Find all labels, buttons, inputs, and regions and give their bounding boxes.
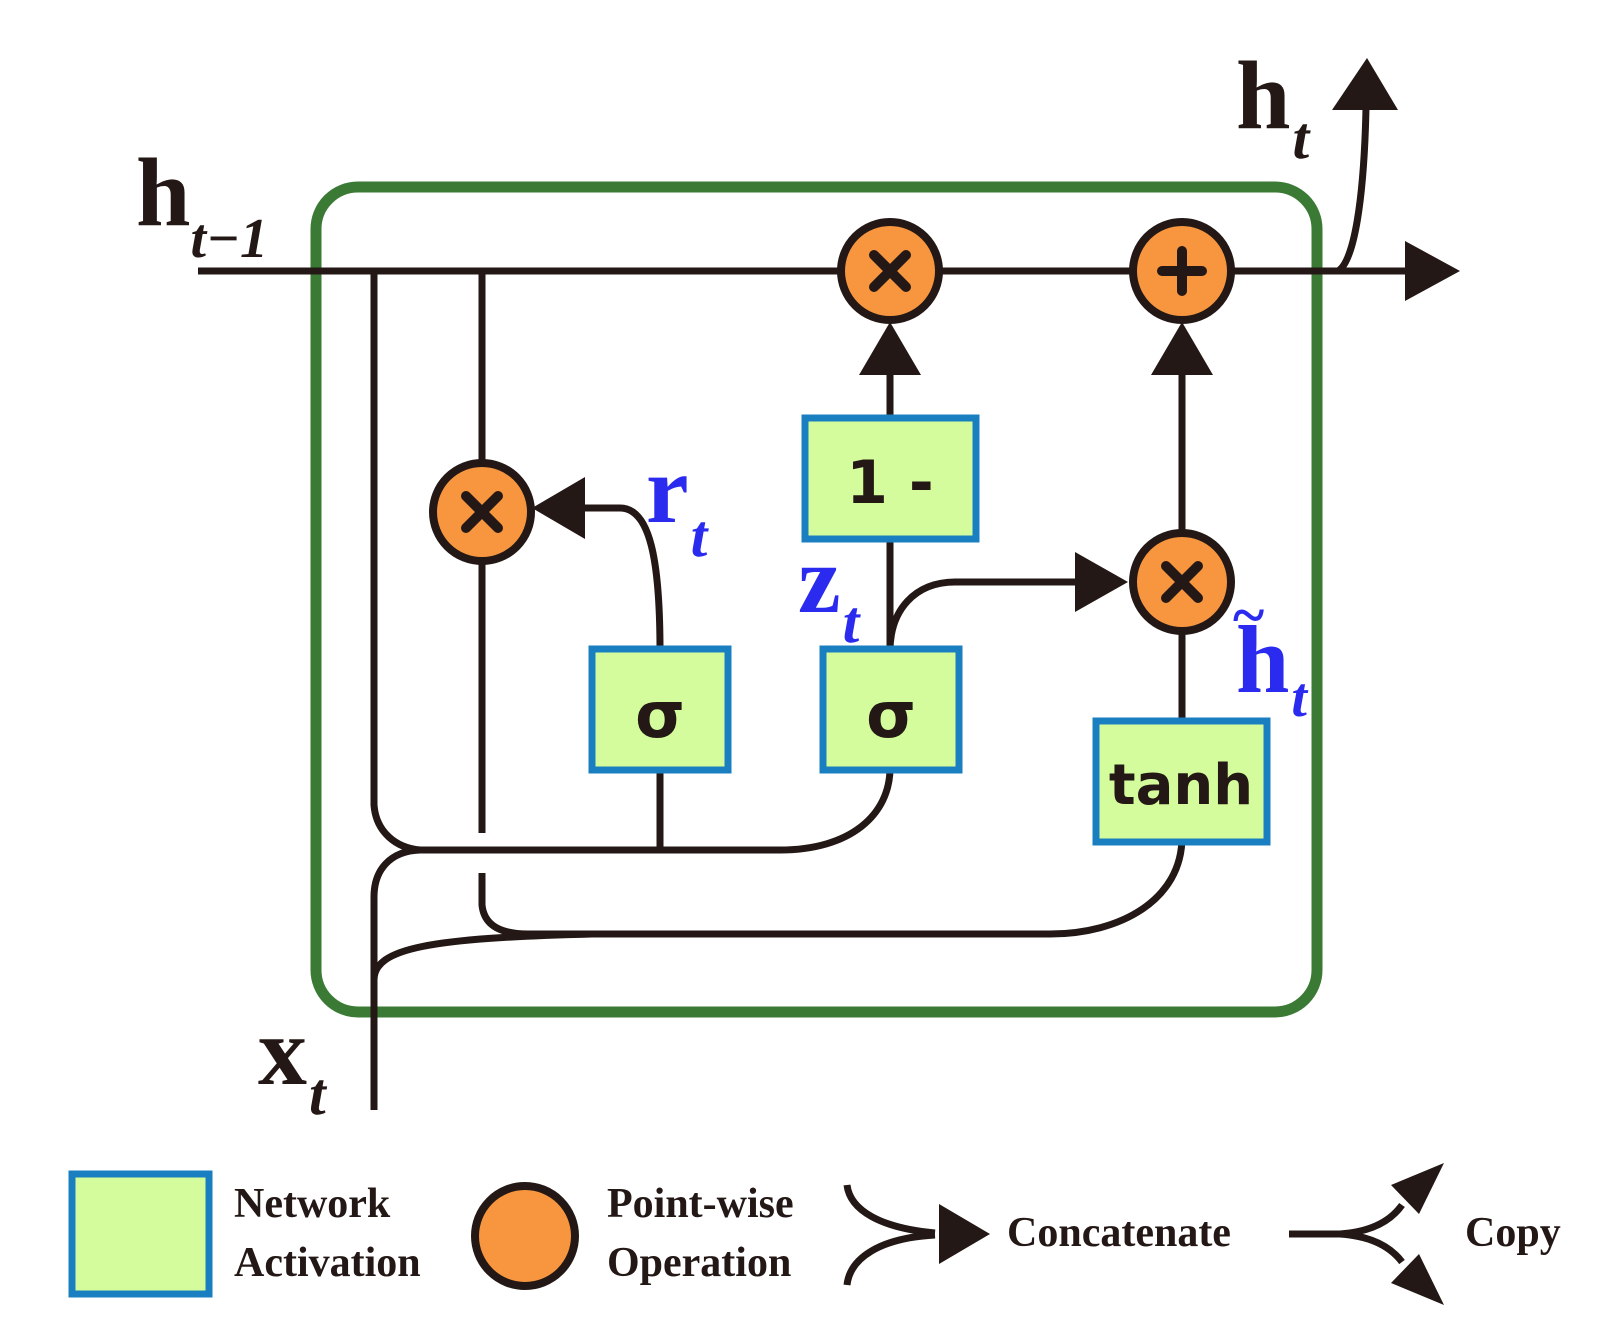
update-gate-feed <box>779 767 894 854</box>
legend: Network Activation Point-wise Operation … <box>68 1163 1561 1305</box>
top-add-op <box>1129 218 1235 324</box>
h-prev-label: ht−1 <box>136 139 268 270</box>
legend-copy-icon <box>1289 1202 1405 1265</box>
reset-gate-arrowhead <box>532 477 585 539</box>
tanh-box: tanh <box>1092 717 1271 846</box>
tanh-label: tanh <box>1109 753 1253 818</box>
legend-concatenate-icon <box>843 1184 936 1286</box>
update-gate-sigma-label: σ <box>866 679 916 753</box>
plus-icon <box>1157 246 1207 296</box>
multiply-icon <box>869 250 911 292</box>
candidate-tilde-label: ~ <box>1233 582 1264 648</box>
candidate-multiply-op <box>1129 529 1235 635</box>
x-in-label: xt <box>258 998 328 1127</box>
one-minus-arrowhead <box>859 322 921 375</box>
add-arrowhead <box>1151 322 1213 375</box>
reset-to-tanh-bus <box>478 836 1186 938</box>
reset-gate-label: rt <box>646 436 710 569</box>
one-minus-box: 1 - <box>801 414 980 543</box>
legend-copy-arrowhead-down <box>1391 1254 1444 1305</box>
reset-gate-sigma-label: σ <box>635 679 685 753</box>
legend-concatenate-label: Concatenate <box>1007 1210 1231 1256</box>
hidden-state-arrowhead <box>1405 241 1460 301</box>
update-gate-to-cand-mult <box>886 578 1075 652</box>
one-minus-label: 1 - <box>846 448 934 518</box>
multiply-icon <box>1161 561 1203 603</box>
update-gate-sigma-box: σ <box>819 645 963 774</box>
reset-gate-sigma-box: σ <box>588 645 732 774</box>
legend-operation-swatch <box>471 1182 579 1290</box>
input-branch-upper <box>370 846 421 898</box>
input-branch-lower <box>370 930 593 981</box>
output-branch-wire <box>1335 107 1370 275</box>
output-arrowhead <box>1332 58 1398 110</box>
legend-concatenate-arrowhead <box>939 1204 990 1264</box>
cand-mult-arrowhead <box>1075 552 1128 612</box>
legend-activation-label: Network Activation <box>234 1181 421 1286</box>
legend-activation-swatch <box>68 1170 213 1298</box>
h-prev-to-gates-wire <box>370 271 421 854</box>
gru-cell-boundary <box>310 181 1323 1018</box>
legend-copy-label: Copy <box>1465 1210 1561 1256</box>
legend-copy-arrowhead-up <box>1391 1163 1444 1214</box>
update-gate-label: zt <box>798 526 862 655</box>
h-out-label: ht <box>1236 42 1312 171</box>
legend-operation-label: Point-wise Operation <box>607 1181 804 1286</box>
multiply-icon <box>461 491 503 533</box>
top-multiply-op <box>837 218 943 324</box>
reset-multiply-op <box>429 459 535 565</box>
candidate-label: ht <box>1236 606 1308 729</box>
reset-gate-output <box>585 504 664 652</box>
